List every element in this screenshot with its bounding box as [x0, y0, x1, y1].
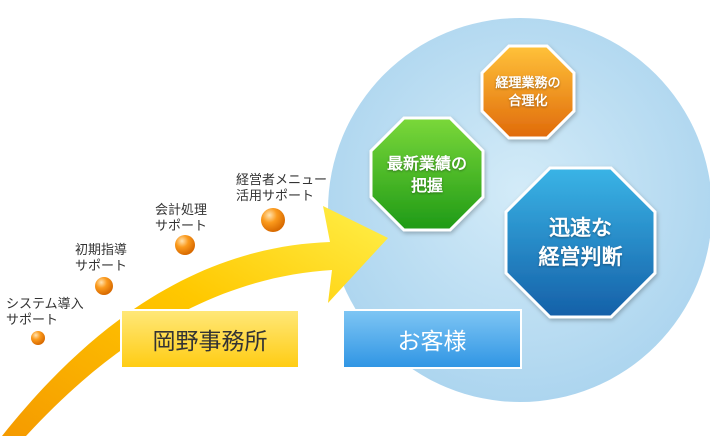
customer-box-bg [342, 309, 522, 369]
octagon-quick-decision-label: 迅速な 経営判断 [538, 216, 623, 269]
office-box-bg [120, 309, 300, 369]
growth-arrow [2, 206, 388, 436]
step-dot-4 [261, 208, 285, 232]
office-box: 岡野事務所 [121, 310, 299, 368]
step-label-2: 初期指導 サポート [75, 243, 128, 274]
customer-box: お客様 [343, 310, 521, 368]
step-label-1: システム導入 サポート [6, 297, 84, 328]
customer-label: お客様 [397, 329, 467, 355]
step-label-4: 経営者メニュー 活用サポート [236, 173, 328, 204]
octagon-latest-results [369, 116, 485, 232]
step-label-3: 会計処理 サポート [155, 203, 208, 234]
octagon-latest-results-label: 最新業績の 把握 [386, 154, 467, 195]
octagon-streamline [480, 44, 576, 140]
office-label: 岡野事務所 [152, 329, 268, 355]
octagon-streamline-label: 経理業務の 合理化 [495, 76, 561, 109]
octagon-quick-decision [504, 166, 657, 319]
step-dot-1 [31, 331, 45, 345]
step-dot-2 [95, 277, 113, 295]
step-dot-3 [175, 235, 195, 255]
